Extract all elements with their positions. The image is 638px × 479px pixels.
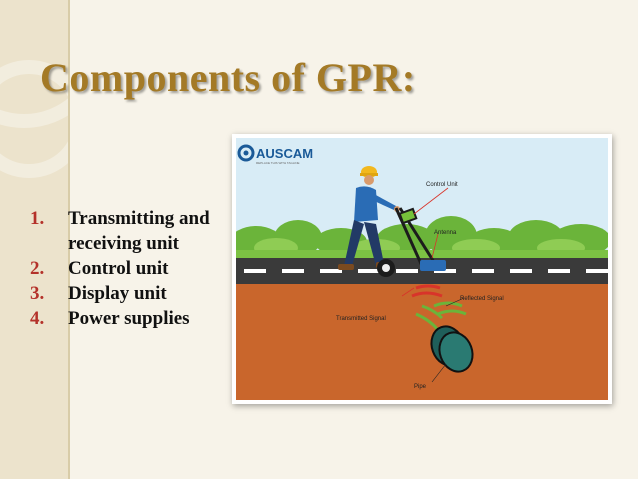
list-number: 2. (30, 258, 45, 279)
list-number: 1. (30, 208, 45, 229)
list-text: Power supplies (68, 308, 190, 329)
label-transmitted-signal: Transmitted Signal (336, 316, 386, 322)
list-item: 4. Power supplies (30, 306, 220, 331)
list-item: 3. Display unit (30, 281, 220, 306)
transmitted-signal-waves (411, 284, 467, 331)
logo-text: AUSCAM (256, 146, 313, 161)
logo-tagline: REPLACE THIS WITH TAGLINE (256, 161, 300, 165)
list-text: Display unit (68, 283, 167, 304)
auscam-logo: AUSCAM REPLACE THIS WITH TAGLINE (237, 144, 313, 165)
ground (236, 284, 608, 400)
label-reflected-signal: Reflected Signal (460, 296, 504, 302)
list-item: 1. Transmitting and receiving unit (30, 206, 220, 256)
list-text: Control unit (68, 258, 169, 279)
gpr-diagram: AUSCAM REPLACE THIS WITH TAGLINE (236, 138, 608, 400)
gpr-cart (377, 207, 446, 277)
tree-line (236, 216, 608, 258)
decorative-side-band (0, 0, 70, 479)
label-antenna: Antenna (434, 230, 457, 236)
components-list: 1. Transmitting and receiving unit 2. Co… (30, 206, 220, 331)
pipe-illustration (430, 325, 474, 373)
label-control-unit: Control Unit (426, 182, 458, 188)
label-pipe: Pipe (414, 384, 427, 390)
list-item: 2. Control unit (30, 256, 220, 281)
list-number: 4. (30, 308, 45, 329)
list-number: 3. (30, 283, 45, 304)
list-text: Transmitting and receiving unit (68, 208, 210, 254)
slide-title: Components of GPR: (40, 55, 416, 100)
